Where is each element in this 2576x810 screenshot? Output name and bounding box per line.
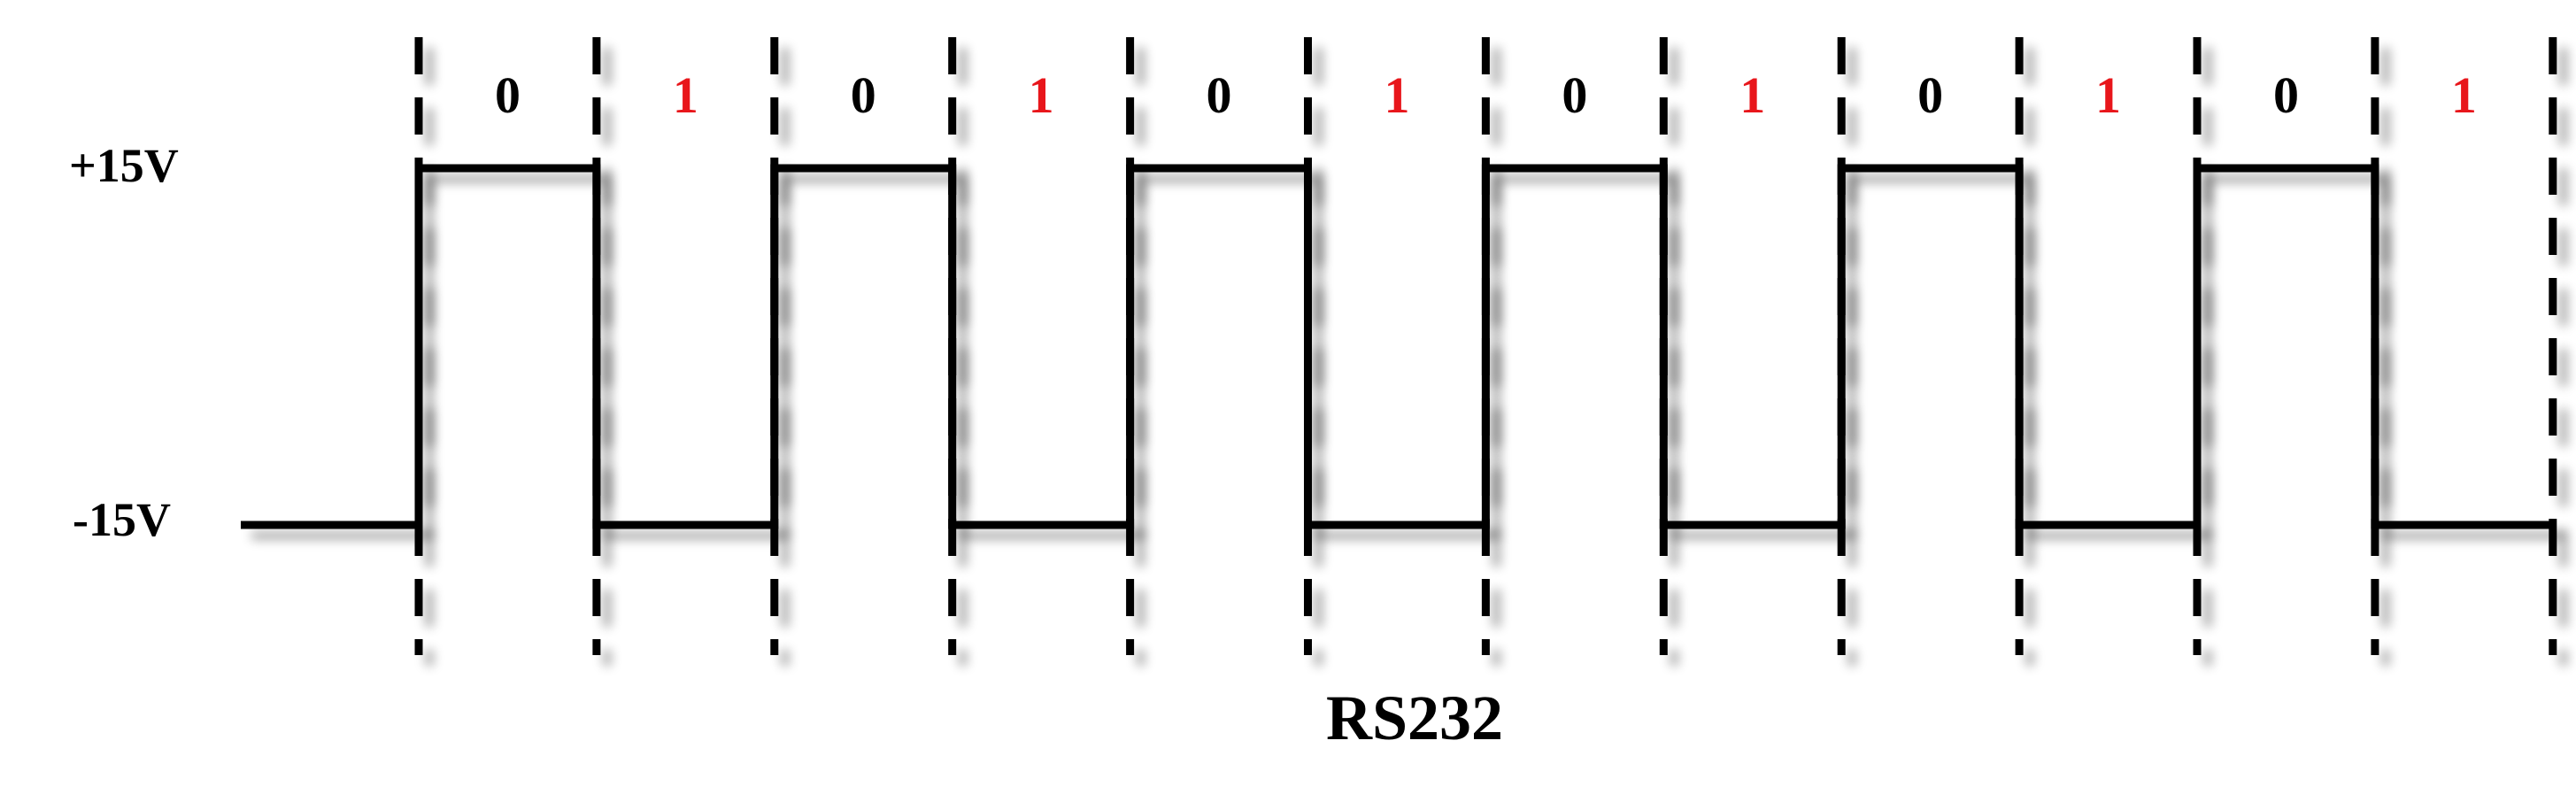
bit-label: 0 — [1207, 66, 1232, 124]
bit-label: 1 — [2451, 66, 2477, 124]
bit-label: 0 — [2273, 66, 2299, 124]
signal-waveform — [241, 164, 2553, 529]
high-voltage-label: +15V — [69, 139, 179, 192]
bit-label: 1 — [673, 66, 698, 124]
bit-label: 0 — [1917, 66, 1943, 124]
bit-label: 1 — [1384, 66, 1409, 124]
bit-label: 0 — [1562, 66, 1587, 124]
bit-label: 0 — [495, 66, 521, 124]
bit-label: 0 — [851, 66, 876, 124]
diagram-title: RS232 — [1326, 683, 1503, 753]
bit-label: 1 — [1739, 66, 1765, 124]
bit-label: 1 — [1029, 66, 1054, 124]
low-voltage-label: -15V — [73, 493, 171, 546]
waveform — [241, 164, 2553, 529]
bit-labels: 0 1 0 1 0 1 0 1 0 1 0 1 — [495, 66, 2477, 124]
bit-label: 1 — [2095, 66, 2121, 124]
